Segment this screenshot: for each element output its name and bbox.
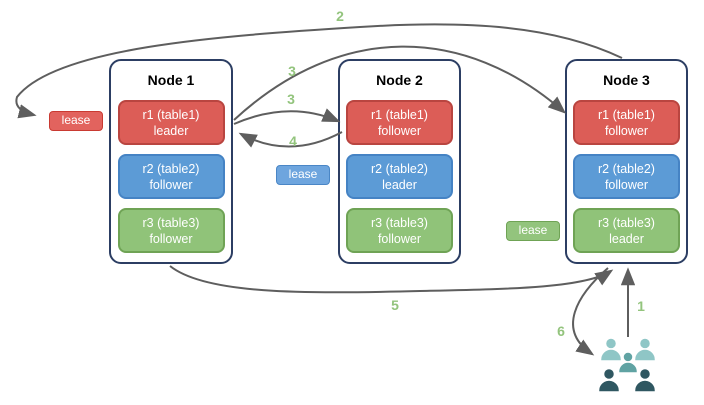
step-label-5: 5 <box>391 297 399 313</box>
replica-name: r3 (table3) <box>371 215 428 230</box>
node-1-replicas: r1 (table1) leader r2 (table2) follower … <box>111 100 231 253</box>
replica-name: r1 (table1) <box>142 107 200 122</box>
step-label-1: 1 <box>637 298 645 314</box>
node-1: Node 1 r1 (table1) leader r2 (table2) fo… <box>109 59 233 264</box>
lease-badge-r1: lease <box>49 111 103 131</box>
replica-role: follower <box>149 231 193 246</box>
node-2-replicas: r1 (table1) follower r2 (table2) leader … <box>340 100 459 253</box>
node-3-replicas: r1 (table1) follower r2 (table2) followe… <box>567 100 686 253</box>
replica-name: r1 (table1) <box>371 107 428 122</box>
replica-name: r3 (table3) <box>598 215 655 230</box>
node-2-replica-r2: r2 (table2) leader <box>346 154 453 199</box>
node-3: Node 3 r1 (table1) follower r2 (table2) … <box>565 59 688 264</box>
replica-role: follower <box>604 123 649 138</box>
step-label-3a: 3 <box>288 63 296 79</box>
users-icon <box>597 337 657 393</box>
replica-role: follower <box>377 123 422 138</box>
step-label-3b: 3 <box>287 91 295 107</box>
node-2-title: Node 2 <box>376 72 423 88</box>
replica-name: r1 (table1) <box>598 107 655 122</box>
node-3-replica-r3: r3 (table3) leader <box>573 208 680 253</box>
replica-role: follower <box>604 177 649 192</box>
replica-name: r3 (table3) <box>142 215 200 230</box>
replica-role: follower <box>149 177 193 192</box>
node-1-replica-r2: r2 (table2) follower <box>117 154 225 199</box>
node-1-replica-r3: r3 (table3) follower <box>117 208 225 253</box>
node-3-title: Node 3 <box>603 72 650 88</box>
node-3-replica-r1: r1 (table1) follower <box>573 100 680 145</box>
lease-badge-r2: lease <box>276 165 330 185</box>
node-2: Node 2 r1 (table1) follower r2 (table2) … <box>338 59 461 264</box>
lease-badge-r3: lease <box>506 221 560 241</box>
node-1-title: Node 1 <box>147 72 195 88</box>
node-2-replica-r3: r3 (table3) follower <box>346 208 453 253</box>
arrow-2-node3-to-lease1 <box>15 23 623 119</box>
step-label-4: 4 <box>289 133 297 149</box>
replica-role: leader <box>609 231 644 246</box>
arrow-5-node1-to-node3 <box>169 265 614 294</box>
node-2-replica-r1: r1 (table1) follower <box>346 100 453 145</box>
arrow-6-node3-to-users <box>572 267 609 356</box>
arrow-3-node1-to-node2 <box>233 108 341 125</box>
node-1-replica-r1: r1 (table1) leader <box>117 100 225 145</box>
replica-name: r2 (table2) <box>371 161 428 176</box>
replica-name: r2 (table2) <box>142 161 200 176</box>
replica-role: leader <box>382 177 417 192</box>
step-label-6: 6 <box>557 323 565 339</box>
replica-role: follower <box>377 231 422 246</box>
replica-name: r2 (table2) <box>598 161 655 176</box>
replica-role: leader <box>153 123 189 138</box>
step-label-2: 2 <box>336 8 344 24</box>
node-3-replica-r2: r2 (table2) follower <box>573 154 680 199</box>
